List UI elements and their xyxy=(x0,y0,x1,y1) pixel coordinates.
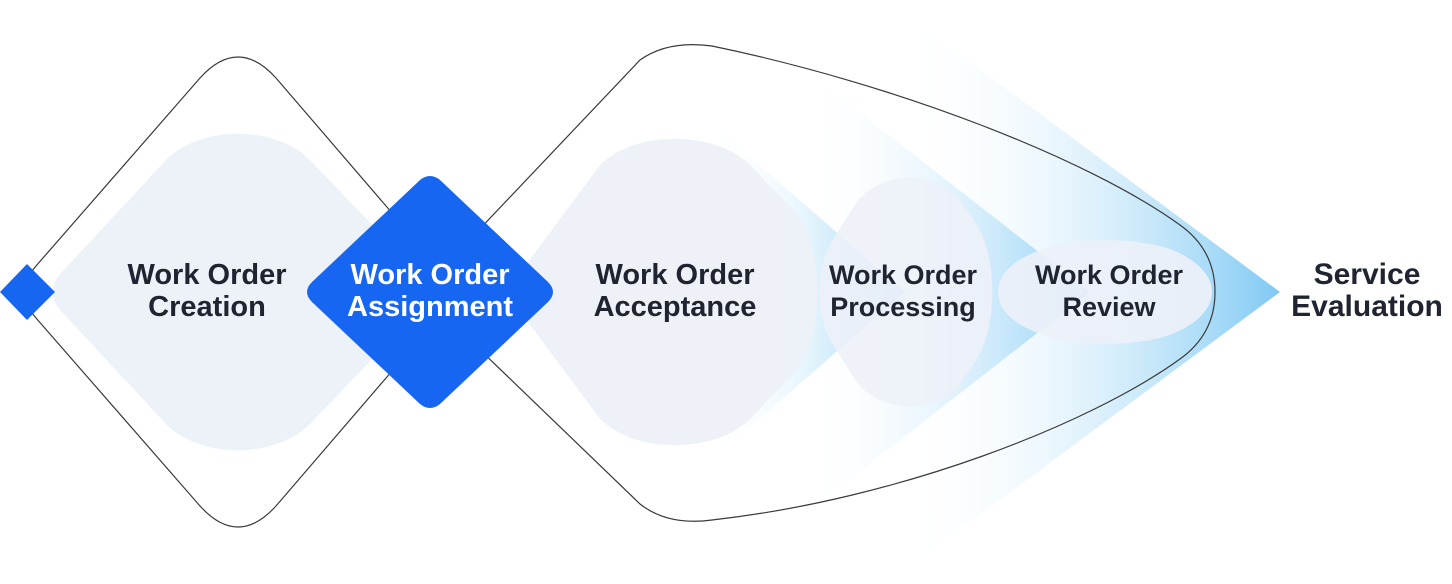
start-marker-diamond xyxy=(0,264,55,320)
stage-creation-line2: Creation xyxy=(148,291,266,323)
processing-soft-shape xyxy=(819,177,993,407)
stage-processing-line1: Work Order xyxy=(828,260,978,290)
stage-assignment-line2: Assignment xyxy=(347,291,513,323)
stage-label-assignment: Work Order Assignment xyxy=(347,259,513,323)
stage-evaluation-line1: Service xyxy=(1313,258,1421,291)
journey-outline xyxy=(419,44,1216,522)
stage-label-acceptance: Work Order Acceptance xyxy=(594,259,757,323)
stage-processing-line2: Processing xyxy=(830,292,976,322)
stage-label-review: Work Order Review xyxy=(1035,259,1183,323)
stage-label-creation: Work Order Creation xyxy=(127,259,286,323)
stage-creation-line1: Work Order xyxy=(127,259,287,291)
acceptance-soft-shape xyxy=(519,138,818,446)
stage-label-evaluation: Service Evaluation xyxy=(1291,259,1443,323)
stage-acceptance-line2: Acceptance xyxy=(593,291,757,323)
assignment-diamond xyxy=(307,176,553,408)
stage-review-line1: Work Order xyxy=(1034,260,1184,290)
stage-acceptance-line1: Work Order xyxy=(595,259,755,291)
creation-soft-shape xyxy=(52,133,396,451)
stage-label-processing: Work Order Processing xyxy=(829,259,977,323)
stage-assignment-line1: Work Order xyxy=(350,259,510,291)
review-soft-shape xyxy=(998,240,1212,344)
stage-review-line2: Review xyxy=(1062,292,1156,322)
stage-evaluation-line2: Evaluation xyxy=(1291,290,1443,323)
